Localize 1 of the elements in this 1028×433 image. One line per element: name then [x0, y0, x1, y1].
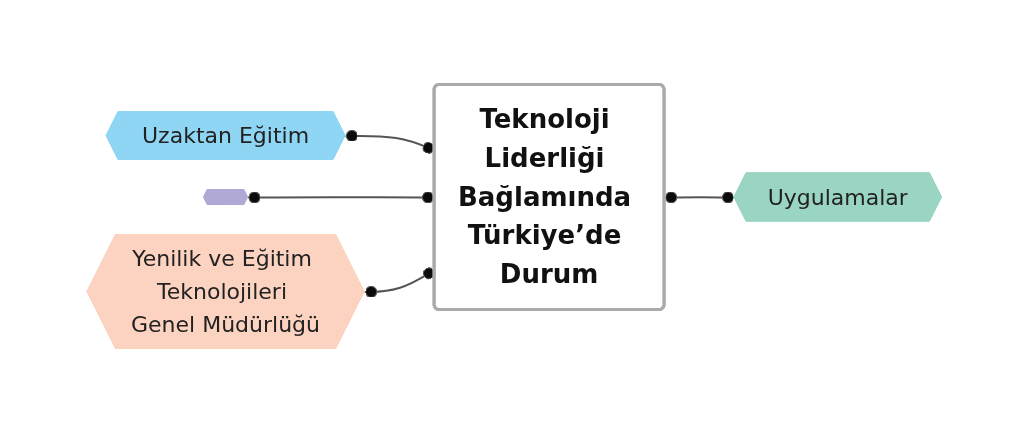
connector: [663, 191, 736, 204]
